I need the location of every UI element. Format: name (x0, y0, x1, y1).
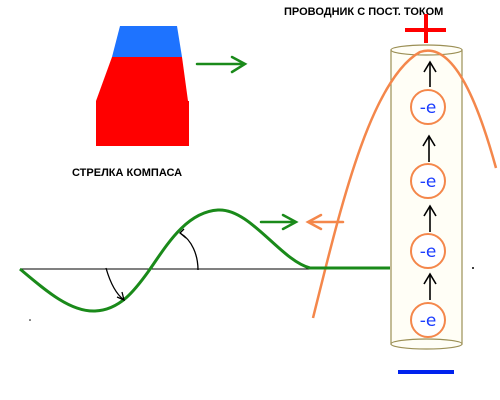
arrow-up-icon (422, 134, 436, 162)
compass-caption: СТРЕЛКА КОМПАСА (72, 167, 182, 179)
electron-column: -e -e -e -e (410, 60, 446, 338)
electron-label: -e (420, 172, 437, 192)
compass-needle-red-base (96, 101, 189, 146)
arrow-up-icon (423, 204, 437, 232)
electron-label: -e (420, 311, 437, 331)
electron-label: -e (420, 98, 437, 118)
angle-arc-icon (179, 228, 199, 271)
magnetic-field-curve (311, 49, 498, 319)
arrow-right-icon (195, 55, 248, 74)
wave-line (19, 208, 390, 313)
compass-needle-red-mid (96, 57, 188, 101)
compass-needle-blue-tip (112, 26, 182, 57)
electron: -e (410, 89, 446, 125)
compass-needle (96, 26, 189, 146)
electron-label: -e (420, 242, 437, 262)
electron: -e (410, 163, 446, 199)
electron: -e (410, 302, 446, 338)
stray-dot (472, 267, 474, 269)
arrow-right-icon (259, 213, 299, 231)
electron: -e (410, 233, 446, 269)
conductor-title: ПРОВОДНИК С ПОСТ. ТОКОМ (284, 6, 443, 18)
arrow-up-icon (423, 60, 437, 87)
arrow-up-icon (423, 272, 437, 300)
conductor-bottom-cap (390, 338, 463, 350)
stray-dot (29, 319, 31, 321)
arrow-left-icon (305, 213, 345, 231)
angle-arc-icon (105, 267, 125, 302)
plus-sign-icon (405, 14, 446, 43)
